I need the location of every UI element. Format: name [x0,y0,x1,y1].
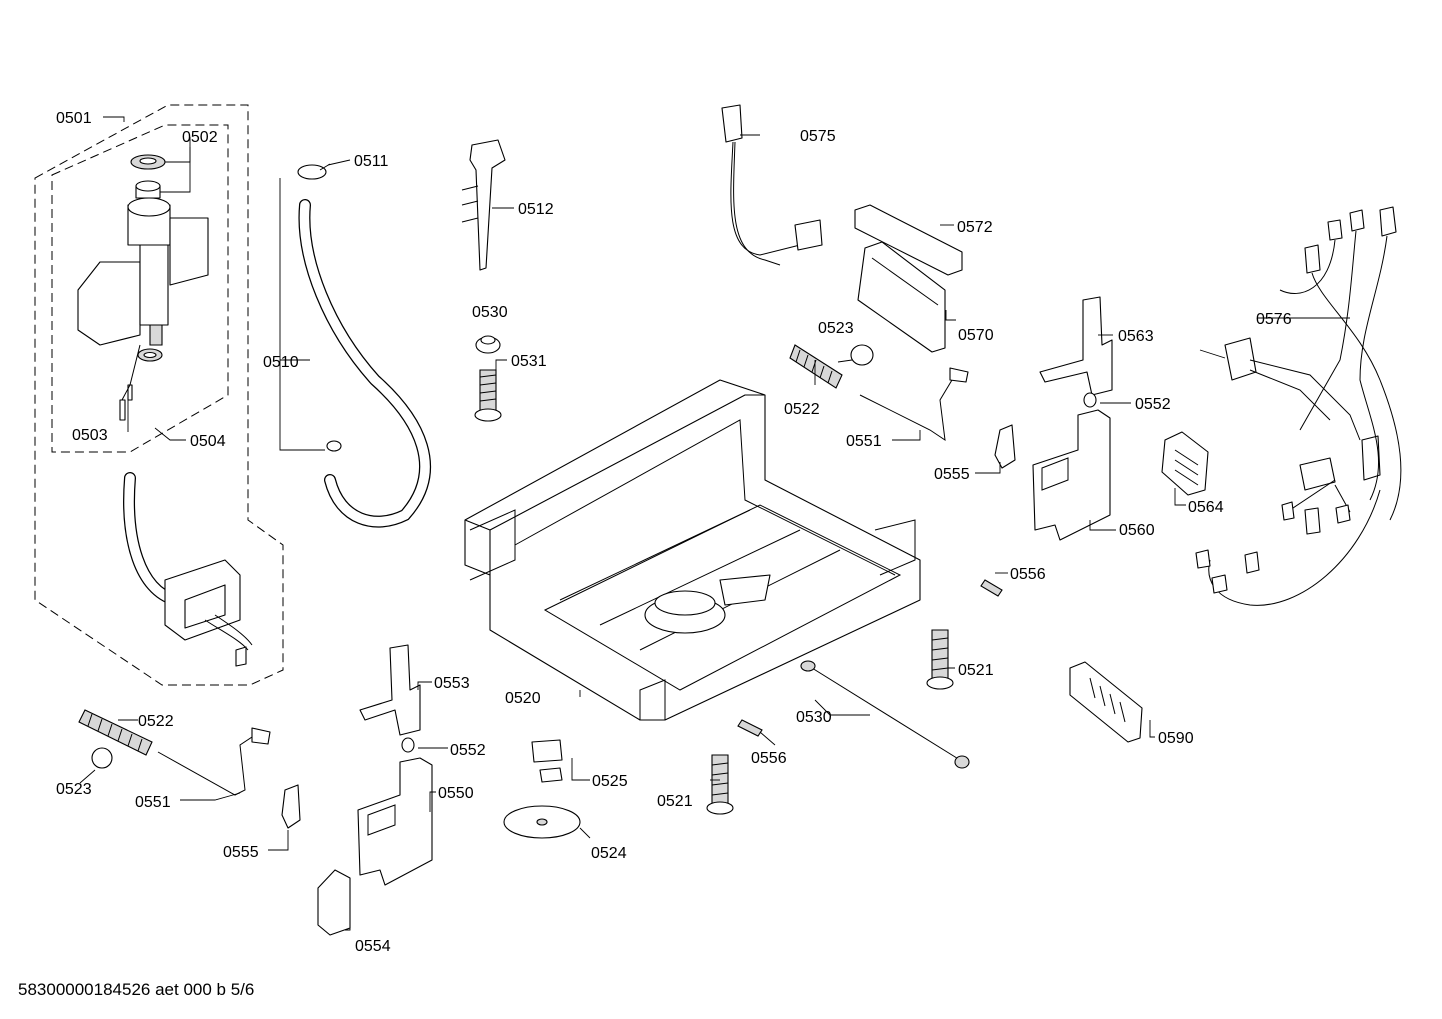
label-0572: 0572 [957,219,993,236]
foot-screw-0531 [474,369,502,422]
label-0524: 0524 [591,845,627,862]
label-0552-right: 0552 [1135,396,1171,413]
assembly-outline-0501 [34,104,284,686]
cover-0572 [854,204,963,276]
label-0511: 0511 [354,153,389,170]
label-0523-left: 0523 [56,781,92,798]
label-0550: 0550 [438,785,474,802]
assembly-outline-0504 [51,124,229,453]
o-ring-0510 [326,440,342,452]
foot-screw-0521-right [926,629,954,690]
clip-0552-right [1083,392,1097,408]
label-0554: 0554 [355,938,391,955]
hose-connector-0501 [164,559,253,667]
cap-0523-top [850,344,874,366]
disc-0524 [503,805,581,839]
box-0570 [857,241,946,353]
label-0504: 0504 [190,433,226,450]
cable-0551-left [157,734,256,796]
clip-0555-top [994,424,1016,469]
label-0522-top: 0522 [784,401,820,418]
label-0525: 0525 [592,773,628,790]
spike-0512 [461,139,506,271]
label-0531: 0531 [511,353,547,370]
label-0552-left: 0552 [450,742,486,759]
label-0551-top: 0551 [846,433,882,450]
part-0554 [317,869,351,936]
document-id-footer: 58300000184526 aet 000 b 5/6 [18,980,255,999]
rail-0590 [1069,661,1143,743]
label-0510: 0510 [263,354,299,371]
inlet-valve [77,197,209,346]
screw-0556-right [980,579,1003,597]
label-0530-bottom: 0530 [796,709,832,726]
label-0553: 0553 [434,675,470,692]
screw-0556-bottom [737,719,763,737]
leader-lines [79,116,1350,931]
connector-block-0564 [1161,431,1209,496]
label-0502: 0502 [182,129,218,146]
label-0522-left: 0522 [138,713,174,730]
ring-seal-0502 [130,154,166,170]
label-0576: 0576 [1256,311,1292,328]
label-0520: 0520 [505,690,541,707]
cable-0551-top [859,374,956,442]
hinge-0563 [1039,296,1113,396]
label-0570: 0570 [958,327,994,344]
label-0555-left: 0555 [223,844,259,861]
label-0523-top: 0523 [818,320,854,337]
rod-0530 [800,660,970,769]
label-0521-bottom: 0521 [657,793,693,810]
wiring-harness-0576 [1195,206,1402,606]
label-0530-top: 0530 [472,304,508,321]
label-0563: 0563 [1118,328,1154,345]
spring-0522-left [78,709,153,756]
clip-0552-left [401,737,415,753]
cap-0530 [475,335,501,354]
label-0503: 0503 [72,427,108,444]
label-0521-right: 0521 [958,662,994,679]
label-0555-right: 0555 [934,466,970,483]
part-0525 [531,739,563,783]
hinge-0553 [359,644,421,736]
ring-0503 [137,348,163,362]
nut-0502 [135,180,161,199]
fuses-0503 [119,344,141,421]
power-cable-0575 [721,104,823,266]
bracket-0550 [357,757,433,886]
clip-0555-left [281,784,301,829]
label-0590: 0590 [1158,730,1194,747]
label-0556-bottom: 0556 [751,750,787,767]
cap-0523-left [91,747,113,769]
hose-clamp-0511 [297,163,331,180]
foot-screw-0521-bottom [706,754,734,815]
label-0560: 0560 [1119,522,1155,539]
base-tub-0520 [464,379,921,721]
label-0501: 0501 [56,110,92,127]
spring-0522-top [789,344,843,389]
label-0512: 0512 [518,201,554,218]
label-0556-right: 0556 [1010,566,1046,583]
bracket-0560 [1032,409,1111,541]
label-0551-left: 0551 [135,794,171,811]
label-0564: 0564 [1188,499,1224,516]
part-labels: 0501 0502 0503 0504 0511 0512 0510 0530 … [56,110,1292,955]
label-0575: 0575 [800,128,836,145]
